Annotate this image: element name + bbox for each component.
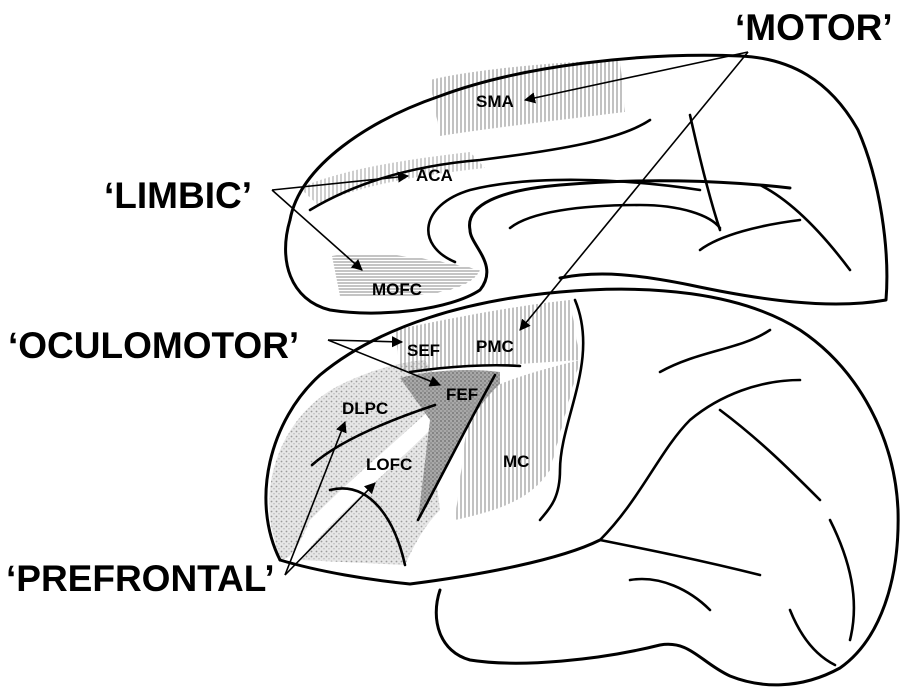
lateral-hemisphere <box>266 289 898 685</box>
label-mc: MC <box>503 452 529 471</box>
label-aca: ACA <box>416 166 453 185</box>
label-limbic: ‘LIMBIC’ <box>104 175 252 216</box>
arrow-oculo-sef <box>328 340 402 342</box>
label-fef: FEF <box>446 385 478 404</box>
callosal-inner <box>510 205 720 228</box>
temporal-sulcus-1 <box>600 540 760 575</box>
label-sef: SEF <box>407 341 440 360</box>
lateral-sulcus-3 <box>720 410 820 500</box>
label-sma: SMA <box>476 92 514 111</box>
label-pmc: PMC <box>476 337 514 356</box>
sef-pmc-region <box>395 300 580 372</box>
medial-sulcus-b <box>760 185 850 270</box>
label-lofc: LOFC <box>366 455 412 474</box>
label-prefrontal: ‘PREFRONTAL’ <box>6 558 275 599</box>
temporal-sulcus-3 <box>830 520 854 640</box>
label-mofc: MOFC <box>372 280 422 299</box>
temporal-sulcus-2 <box>630 579 710 610</box>
lateral-sulcus-2 <box>660 330 770 372</box>
medial-hemisphere <box>286 55 887 313</box>
label-oculomotor: ‘OCULOMOTOR’ <box>8 325 299 366</box>
lateral-sulcus-1 <box>600 380 800 540</box>
label-dlpc: DLPC <box>342 399 388 418</box>
temporal-sulcus-4 <box>790 610 835 665</box>
label-motor: ‘MOTOR’ <box>735 7 893 48</box>
